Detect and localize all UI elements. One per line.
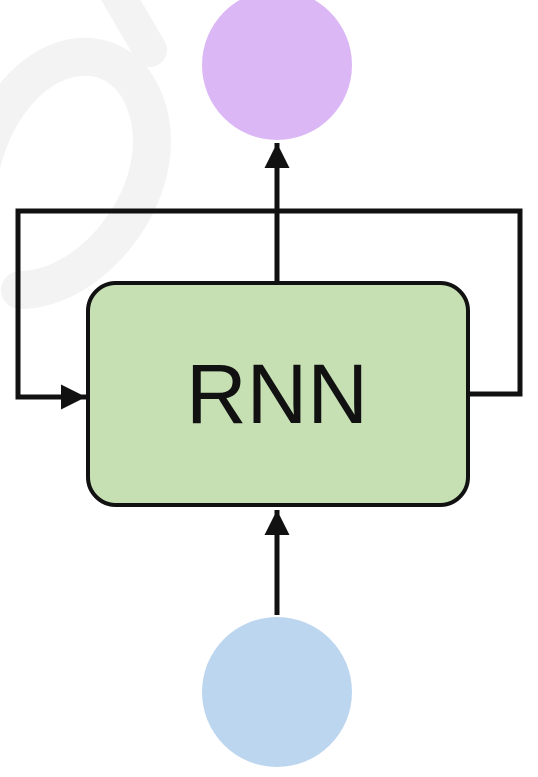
rnn-block	[86, 281, 470, 507]
watermark	[0, 0, 171, 309]
output-node	[202, 0, 352, 140]
rnn-block-label: RNN	[186, 347, 368, 441]
input-node	[202, 617, 352, 767]
recurrent-loop-arrow	[15, 208, 523, 410]
